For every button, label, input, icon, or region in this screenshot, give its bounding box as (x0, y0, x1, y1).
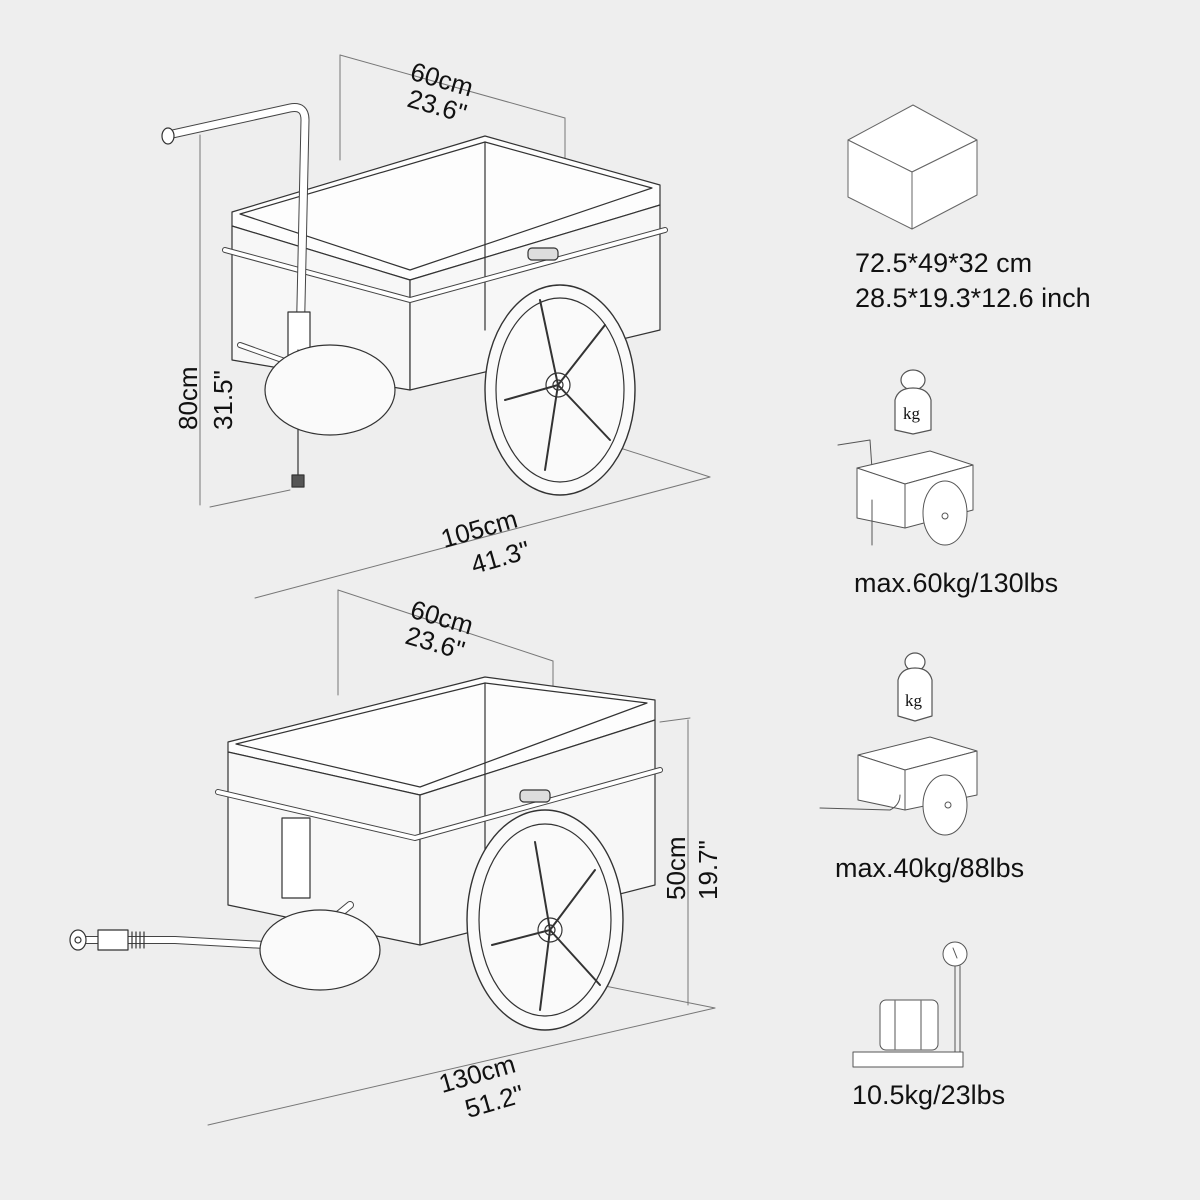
weight-kg-icon-1 (894, 369, 932, 435)
package-size-cm: 72.5*49*32 cm (855, 248, 1033, 278)
net-weight-text: 10.5kg/23lbs (852, 1080, 1006, 1110)
box-icon (847, 104, 978, 230)
small-trailer-icon (819, 736, 978, 836)
scale-icon (852, 941, 968, 1068)
package-size-inch: 28.5*19.3*12.6 inch (855, 283, 1091, 313)
bottom-height-cm-label: 50cm (661, 836, 691, 900)
max-load-cart-text: max.60kg/130lbs (854, 568, 1059, 598)
cart-drawing-top (161, 54, 711, 599)
max-load-trailer-text: max.40kg/88lbs (835, 853, 1025, 883)
small-cart-icon-1 (837, 439, 974, 546)
top-height-cm-label: 80cm (173, 366, 203, 430)
kg-weight-label-1: kg (903, 404, 920, 423)
cart-drawing-bottom (69, 589, 716, 1126)
bottom-height-in-label: 19.7" (693, 840, 723, 900)
top-height-in-label: 31.5" (208, 370, 238, 430)
weight-kg-icon-2 (897, 652, 933, 722)
kg-weight-label-2: kg (905, 691, 922, 710)
